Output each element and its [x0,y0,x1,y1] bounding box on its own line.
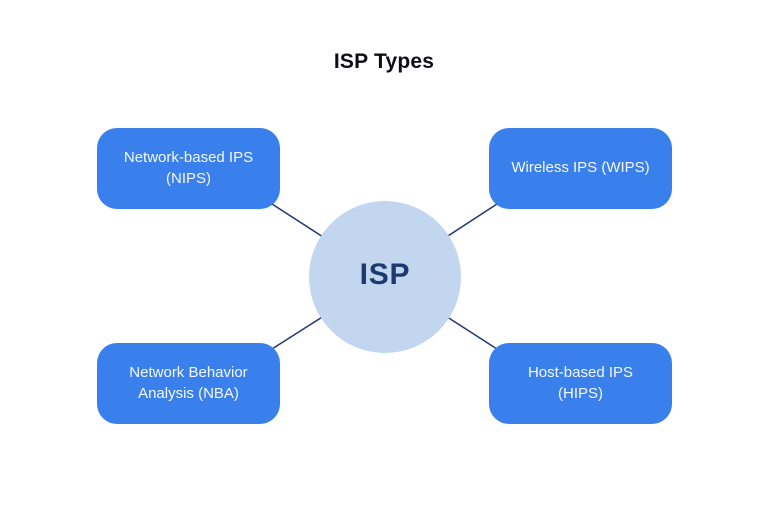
diagram-title: ISP Types [333,50,435,73]
node-label-line: Network Behavior [129,363,248,381]
node-label-line: Analysis (NBA) [138,384,239,402]
node-network-behavior-analysis: Network Behavior Analysis (NBA) [97,343,280,424]
node-network-based-ips: Network-based IPS (NIPS) [97,128,280,209]
node-label-line: (HIPS) [558,384,603,402]
node-label-line: Host-based IPS [527,363,634,381]
node-label-line: Wireless IPS (WIPS) [511,159,650,177]
center-node-label: ISP [359,258,411,291]
node-label-line: Network-based IPS [123,148,254,166]
node-wireless-ips: Wireless IPS (WIPS) [489,128,672,209]
node-host-based-ips: Host-based IPS (HIPS) [489,343,672,424]
node-label-line: (NIPS) [166,169,211,187]
